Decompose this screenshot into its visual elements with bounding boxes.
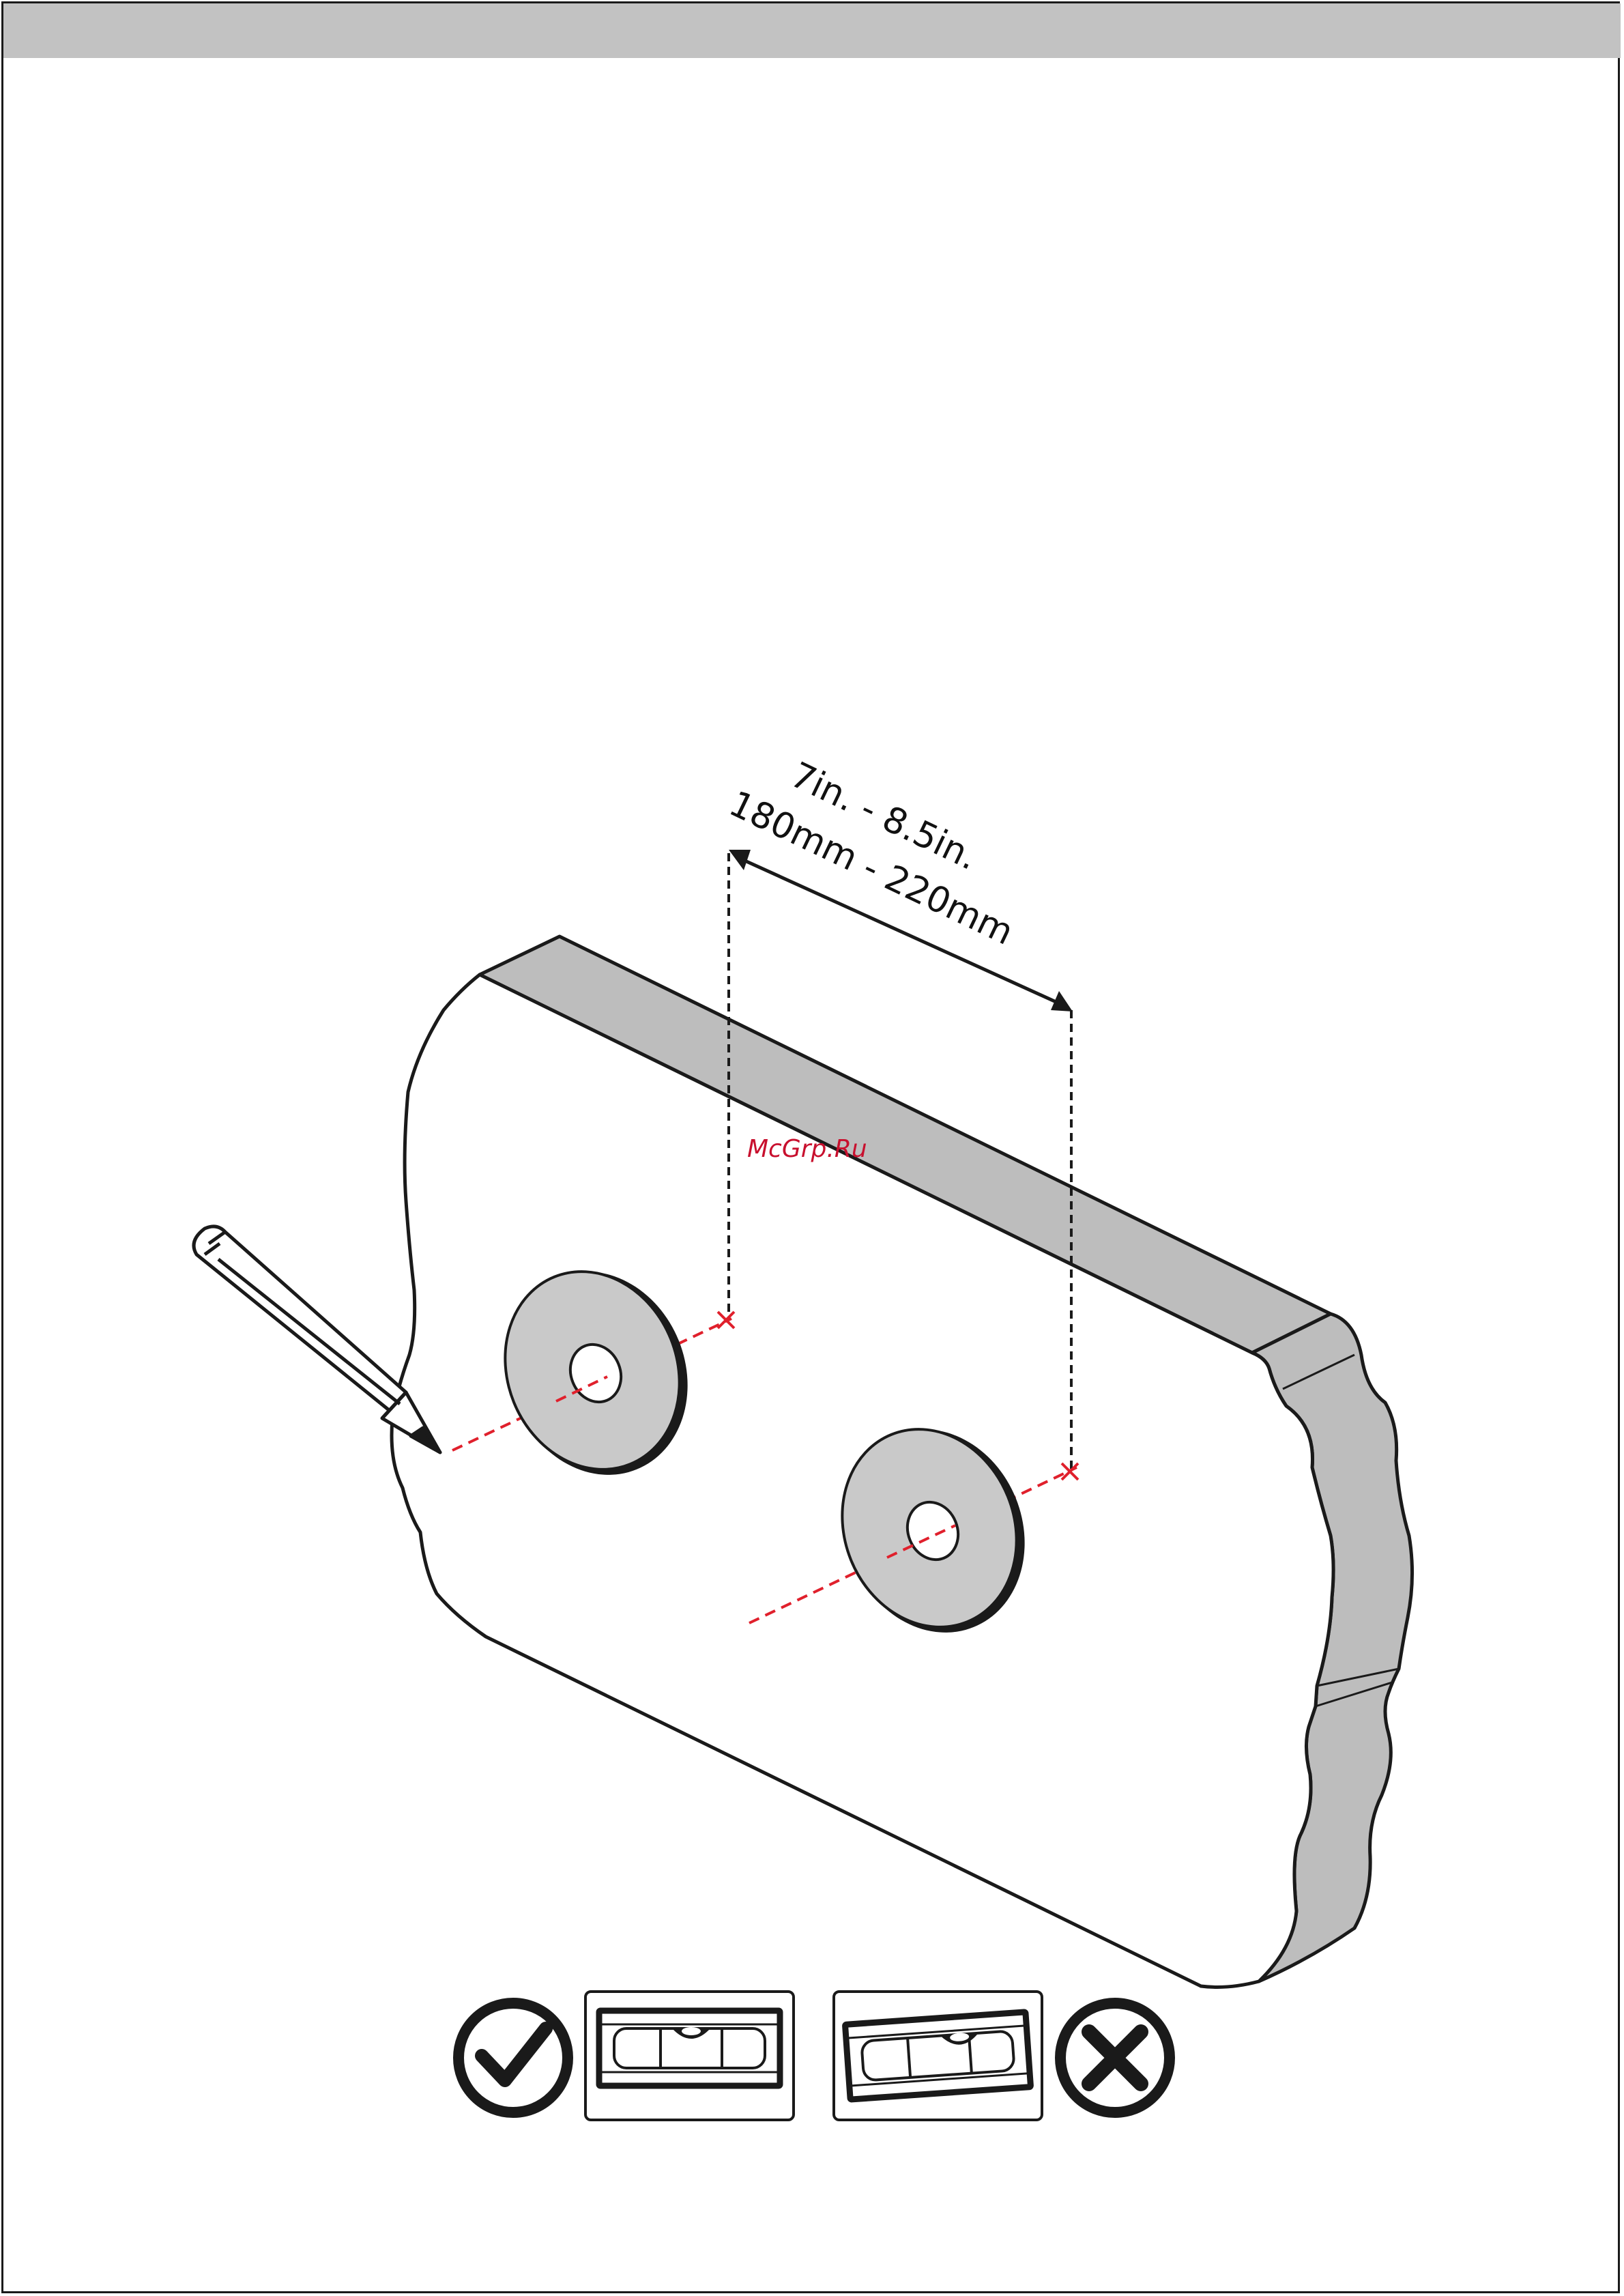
pencil-icon (194, 1226, 440, 1452)
spirit-level-tilted-icon (834, 1992, 1042, 2120)
watermark: McGrp.Ru (747, 1135, 867, 1163)
cross-circle-icon (1060, 2003, 1170, 2112)
spirit-level-straight-icon (585, 1992, 794, 2120)
check-circle-icon (459, 2003, 568, 2112)
